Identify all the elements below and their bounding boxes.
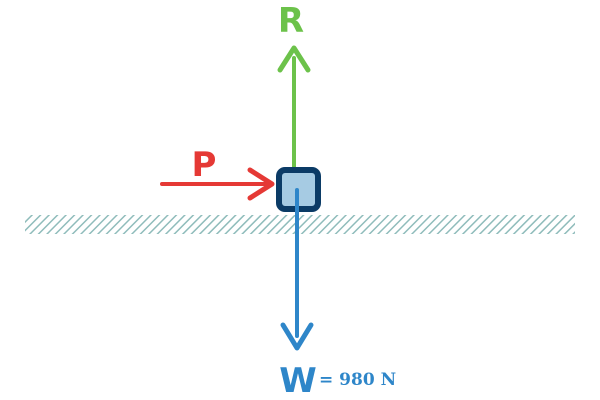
weight-force-label: W — [279, 361, 317, 400]
weight-value-label: = 980 N — [319, 370, 396, 390]
weight-force-arrowhead — [280, 322, 314, 351]
push-force-arrowhead — [247, 167, 275, 201]
ground-surface — [25, 215, 575, 234]
normal-force-arrow — [277, 45, 311, 182]
weight-force-arrow — [280, 188, 314, 351]
push-force-arrow — [160, 167, 275, 201]
normal-force-arrowhead — [277, 45, 311, 73]
push-force-label: P — [192, 145, 217, 185]
normal-force-label: R — [278, 1, 304, 41]
